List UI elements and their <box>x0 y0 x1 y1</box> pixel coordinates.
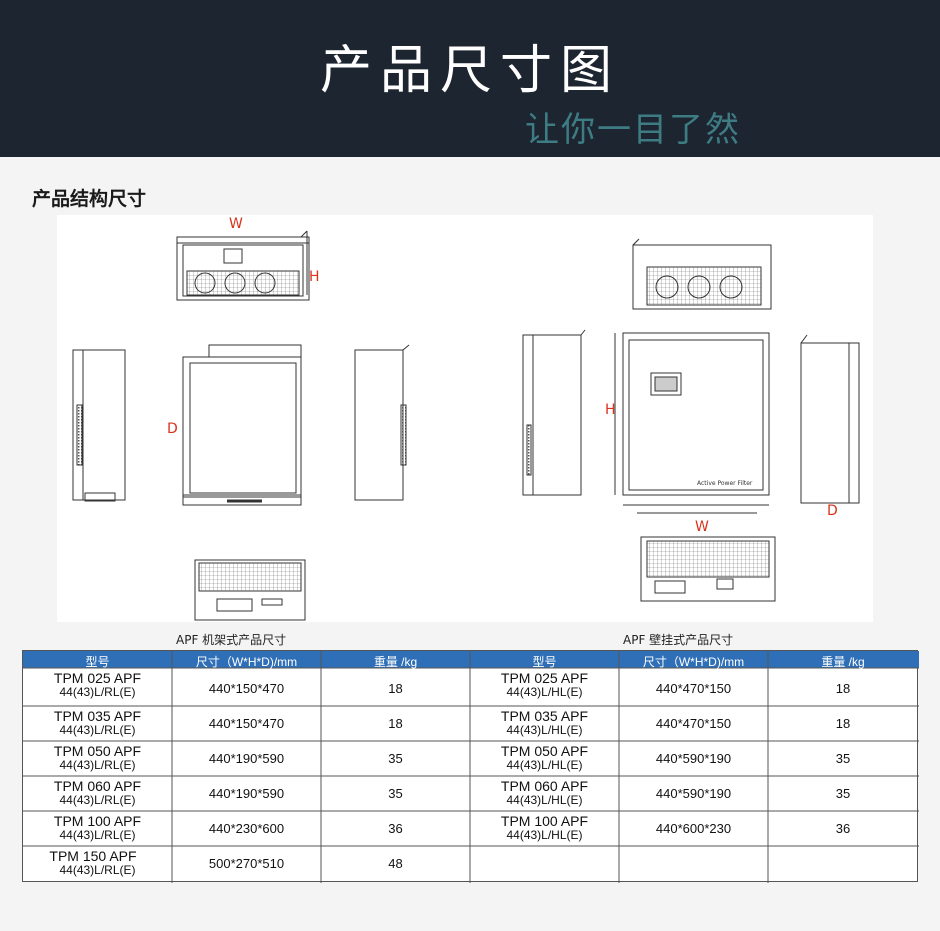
rack-table-caption: APF 机架式产品尺寸 <box>176 633 287 647</box>
section-title: 产品结构尺寸 <box>32 188 147 210</box>
wall-col-size: 尺寸（W*H*D)/mm <box>642 655 745 669</box>
wall-variant: 44(43)L/HL(E) <box>506 758 583 772</box>
wall-table-caption: APF 壁挂式产品尺寸 <box>623 633 734 647</box>
panel-text: Active Power Filter <box>697 480 753 487</box>
rack-size: 440*150*470 <box>208 681 285 696</box>
rack-variant: 44(43)L/RL(E) <box>59 758 136 772</box>
page-subtitle: 让你一目了然 <box>525 110 741 150</box>
wall-variant: 44(43)L/HL(E) <box>506 793 583 807</box>
rack-left-view <box>72 349 126 502</box>
rack-rear-view <box>194 559 306 621</box>
rack-size: 440*230*600 <box>208 821 285 836</box>
wall-model: TPM 050 APF <box>500 743 589 759</box>
wall-size: 440*590*190 <box>655 786 732 801</box>
wall-weight: 18 <box>835 716 851 731</box>
rack-weight: 35 <box>388 786 403 801</box>
wall-width-label: W <box>695 519 709 535</box>
wall-model: TPM 025 APF <box>500 670 589 686</box>
wall-col-model: 型号 <box>532 655 557 669</box>
rack-size: 440*150*470 <box>208 716 285 731</box>
spec-table: 型号 尺寸（W*H*D)/mm 重量 /kg 型号 尺寸（W*H*D)/mm 重… <box>22 650 919 883</box>
wall-weight: 35 <box>835 786 851 801</box>
wall-col-weight: 重量 /kg <box>821 655 865 669</box>
rack-model: TPM 060 APF <box>53 778 142 794</box>
wall-model: TPM 060 APF <box>500 778 589 794</box>
wall-model: TPM 035 APF <box>500 708 589 724</box>
drawing-canvas: Active Power Filter <box>72 230 860 621</box>
wall-right-view <box>800 334 860 504</box>
wall-left-view <box>522 329 586 496</box>
wall-variant: 44(43)L/HL(E) <box>506 828 583 842</box>
rack-top-view <box>182 344 302 506</box>
rack-weight: 18 <box>388 716 403 731</box>
wall-weight: 35 <box>835 751 851 766</box>
rack-right-view <box>354 344 410 501</box>
wall-variant: 44(43)L/HL(E) <box>506 685 583 699</box>
wall-height-label: H <box>605 402 616 418</box>
rack-size: 440*190*590 <box>208 751 285 766</box>
rack-col-model: 型号 <box>85 655 110 669</box>
rack-weight: 35 <box>388 751 403 766</box>
rack-weight: 18 <box>388 681 403 696</box>
wall-size: 440*590*190 <box>655 751 732 766</box>
wall-size: 440*470*150 <box>655 681 732 696</box>
wall-bottom-view <box>640 536 776 602</box>
page-title: 产品尺寸图 <box>319 41 620 101</box>
wall-depth-label: D <box>827 503 838 519</box>
rack-model: TPM 050 APF <box>53 743 142 759</box>
rack-model: TPM 035 APF <box>53 708 142 724</box>
wall-size: 440*600*230 <box>655 821 732 836</box>
wall-size: 440*470*150 <box>655 716 732 731</box>
rack-weight: 48 <box>388 856 403 871</box>
rack-model: TPM 150 APF <box>49 848 137 864</box>
rack-variant: 44(43)L/RL(E) <box>59 793 136 807</box>
rack-depth-label: D <box>167 421 178 437</box>
rack-variant: 44(43)L/RL(E) <box>59 723 136 737</box>
rack-variant: 44(43)L/RL(E) <box>59 863 136 877</box>
rack-height-label: H <box>309 269 320 285</box>
rack-model: TPM 025 APF <box>53 670 142 686</box>
wall-top-view <box>632 238 772 310</box>
rack-variant: 44(43)L/RL(E) <box>59 828 136 842</box>
wall-front-view <box>614 332 770 514</box>
rack-model: TPM 100 APF <box>53 813 142 829</box>
rack-weight: 36 <box>388 821 403 836</box>
wall-model: TPM 100 APF <box>500 813 589 829</box>
dimension-drawings: Active Power Filter W H D H W D <box>57 215 873 622</box>
rack-width-label: W <box>229 216 243 232</box>
rack-front-view <box>176 230 310 301</box>
rack-col-size: 尺寸（W*H*D)/mm <box>195 655 298 669</box>
rack-col-weight: 重量 /kg <box>373 655 418 669</box>
rack-size: 440*190*590 <box>208 786 285 801</box>
wall-weight: 36 <box>835 821 851 836</box>
wall-weight: 18 <box>835 681 851 696</box>
header-banner: 产品尺寸图 让你一目了然 <box>0 0 940 157</box>
rack-size: 500*270*510 <box>208 856 285 871</box>
rack-variant: 44(43)L/RL(E) <box>59 685 136 699</box>
wall-variant: 44(43)L/HL(E) <box>506 723 583 737</box>
table-grid <box>23 651 919 883</box>
